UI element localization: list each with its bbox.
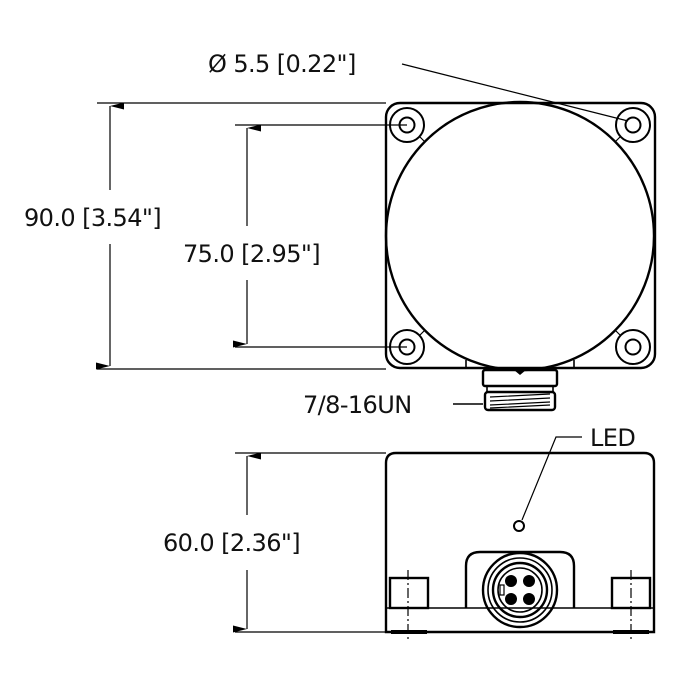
- dimension-overall-height: [96, 102, 386, 370]
- front-view: [384, 100, 657, 412]
- connector-front: [481, 368, 559, 412]
- led-indicator: [513, 520, 525, 532]
- mounting-foot-right: [610, 570, 652, 642]
- mounting-hole-bottom-right: [615, 329, 651, 365]
- mounting-foot-left: [388, 570, 430, 642]
- overall-height-label: 90.0 [3.54"]: [24, 204, 161, 232]
- depth-label: 60.0 [2.36"]: [163, 529, 300, 557]
- connector-thread-label: 7/8-16UN: [303, 391, 412, 419]
- hole-leader: [401, 63, 629, 122]
- dimension-depth: [233, 452, 386, 633]
- hole-diameter-label: Ø 5.5 [0.22"]: [208, 50, 356, 78]
- led-label: LED: [590, 424, 635, 452]
- led-leader: [521, 436, 582, 521]
- mounting-hole-top-right: [615, 107, 651, 143]
- connector-socket: [481, 551, 559, 629]
- dimension-hole-spacing: [233, 124, 407, 348]
- sensing-face: [384, 100, 656, 372]
- hole-spacing-label: 75.0 [2.95"]: [183, 240, 320, 268]
- sensor-body-side: [384, 451, 656, 634]
- side-view: [384, 436, 656, 642]
